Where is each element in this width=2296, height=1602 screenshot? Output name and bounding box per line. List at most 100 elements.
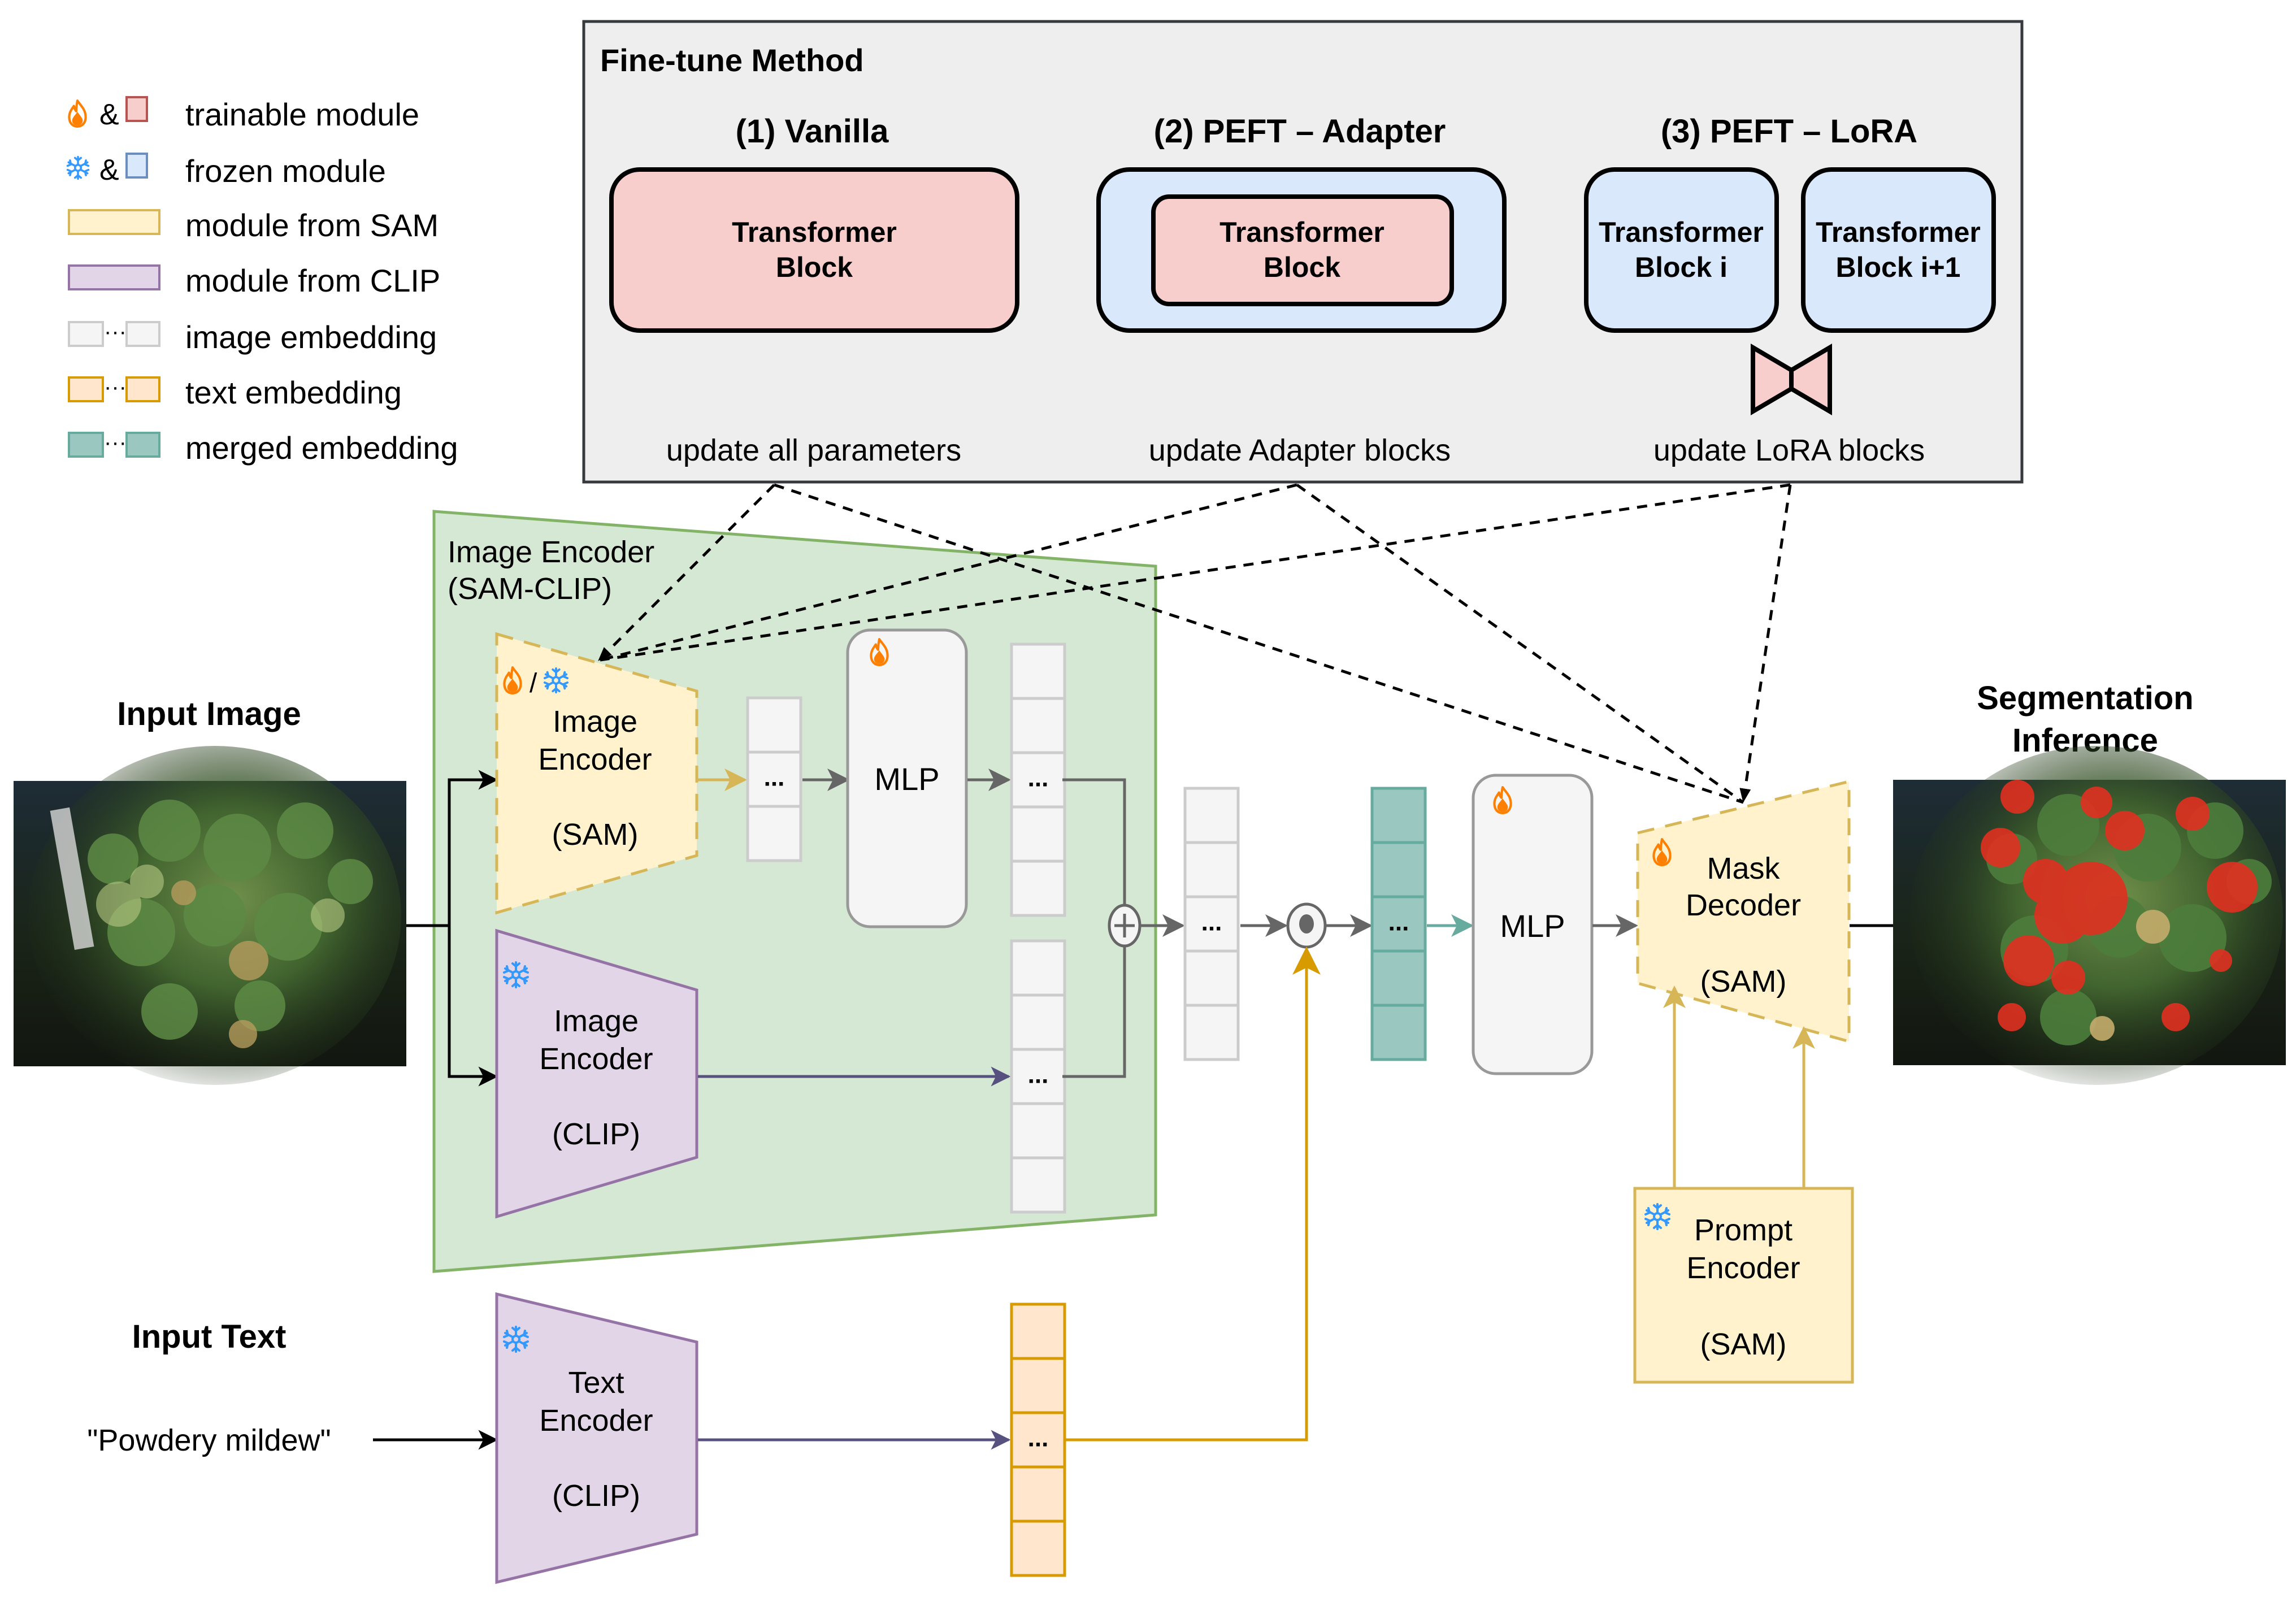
text-embedding: ... (1010, 1303, 1066, 1577)
module-label: (SAM) (1700, 965, 1787, 998)
legend-label: module from CLIP (185, 263, 440, 298)
input-image-mildew (96, 865, 345, 932)
legend-label: module from SAM (185, 207, 439, 243)
clip-text-encoder: Text Encoder (CLIP) (495, 1292, 698, 1584)
arrow-text-embedding-to-multiply (1065, 947, 1321, 1442)
input-image-qr-banner (50, 807, 94, 950)
embedding-cell (1183, 949, 1240, 1007)
link-vanilla-to-mask-decoder (774, 483, 1744, 804)
module-label: Image (554, 1004, 639, 1038)
link-adapter-to-sam-encoder (600, 483, 1297, 662)
finetune-title: Fine-tune Method (600, 42, 864, 78)
embedding-cell (1010, 697, 1066, 754)
finetune-links (598, 483, 1792, 804)
mask-decoder: Mask Decoder (SAM) (1636, 779, 1851, 1044)
output-title: Segmentation (1977, 680, 2194, 717)
legend: & trainable module & frozen module modul… (66, 96, 458, 466)
module-label: (CLIP) (552, 1117, 640, 1151)
legend-swatch (68, 376, 104, 402)
clip-image-embedding: ... (1010, 939, 1066, 1214)
embedding-cell (746, 750, 802, 808)
method-caption: update LoRA blocks (1653, 433, 1925, 467)
legend-label: text embedding (185, 375, 402, 410)
legend-swatch (68, 321, 104, 347)
input-text-value[interactable]: "Powdery mildew" (87, 1423, 331, 1457)
legend-dots: ··· (104, 430, 127, 455)
module-label: (SAM) (1700, 1327, 1787, 1361)
embedding-ellipsis: ... (1388, 909, 1409, 936)
embedding-cell (1183, 787, 1240, 844)
transformer-block (609, 167, 1019, 333)
module-label: Text (568, 1366, 624, 1400)
module-label: Encoder (539, 1042, 653, 1076)
clip-text-encoder-shape (495, 1292, 698, 1584)
embedding-ellipsis: ... (1028, 1425, 1049, 1452)
link-lora-to-sam-encoder (600, 483, 1791, 662)
multiply-operator[interactable] (1286, 902, 1327, 949)
embedding-cell (1370, 1004, 1427, 1061)
fused-image-embedding: ... (1183, 787, 1240, 1061)
legend-dots: ··· (104, 319, 127, 344)
embedding-cell (1010, 1102, 1066, 1160)
prompt-encoder: Prompt Encoder (SAM) (1633, 1187, 1854, 1384)
module-label: Mask (1707, 852, 1780, 885)
mlp-adapter-1: MLP (846, 628, 968, 928)
module-label: Encoder (538, 743, 652, 776)
embedding-cell (746, 696, 802, 754)
clip-image-encoder-shape (495, 928, 698, 1219)
slash-separator: / (529, 668, 537, 698)
encoder-group-subtitle: (SAM-CLIP) (448, 572, 612, 606)
module-label: Image (553, 705, 637, 739)
merged-embedding: ... (1370, 787, 1427, 1061)
legend-swatch-clip (68, 264, 160, 290)
embedding-cell (1010, 1519, 1066, 1577)
embedding-cell (1010, 1048, 1066, 1105)
module-label: (SAM) (552, 818, 639, 852)
arrow-to-clip-image-encoder (448, 926, 498, 1087)
embedding-cell (1010, 1156, 1066, 1214)
legend-item-image-embedding: ··· image embedding (68, 319, 437, 355)
connector-clip-to-sum (1062, 947, 1126, 1078)
method-title: (2) PEFT – Adapter (1154, 113, 1446, 150)
link-lora-to-mask-decoder (1739, 484, 1792, 803)
embedding-cell (1370, 787, 1427, 844)
projected-sam-embedding: ... (1010, 642, 1066, 917)
mlp-adapter-2: MLP (1472, 774, 1594, 1075)
legend-label: merged embedding (185, 430, 458, 466)
legend-item-trainable: & trainable module (69, 96, 419, 132)
embedding-cell (1010, 805, 1066, 863)
legend-label: trainable module (185, 97, 419, 132)
link-vanilla-to-sam-encoder (598, 484, 775, 661)
embedding-ellipsis: ... (764, 764, 785, 792)
mlp-box (1472, 774, 1594, 1075)
legend-swatch-frozen (125, 153, 148, 179)
prompt-encoder-box (1633, 1187, 1854, 1384)
embedding-cell (1010, 859, 1066, 917)
legend-swatch-sam (68, 209, 160, 235)
embedding-cell (1010, 993, 1066, 1051)
legend-item-sam: module from SAM (68, 207, 439, 243)
embedding-cell (1370, 895, 1427, 953)
legend-amp: & (99, 154, 119, 186)
legend-swatch-trainable (125, 96, 148, 122)
legend-swatch (125, 432, 160, 458)
mlp-box (846, 628, 968, 928)
input-image (14, 746, 406, 1085)
sam-image-encoder: / Image Encoder (SAM) (495, 632, 698, 915)
clip-image-encoder: Image Encoder (CLIP) (495, 928, 698, 1219)
legend-label: image embedding (185, 319, 437, 355)
link-adapter-to-mask-decoder (1296, 483, 1744, 804)
embedding-cell (1010, 1357, 1066, 1414)
embedding-ellipsis: ... (1201, 909, 1222, 936)
input-image-title: Input Image (117, 696, 301, 732)
add-operator[interactable] (1108, 904, 1142, 948)
fire-icon (69, 101, 85, 127)
mask-decoder-shape (1636, 779, 1851, 1044)
legend-item-frozen: & frozen module (66, 153, 386, 189)
embedding-cell (1010, 1411, 1066, 1469)
